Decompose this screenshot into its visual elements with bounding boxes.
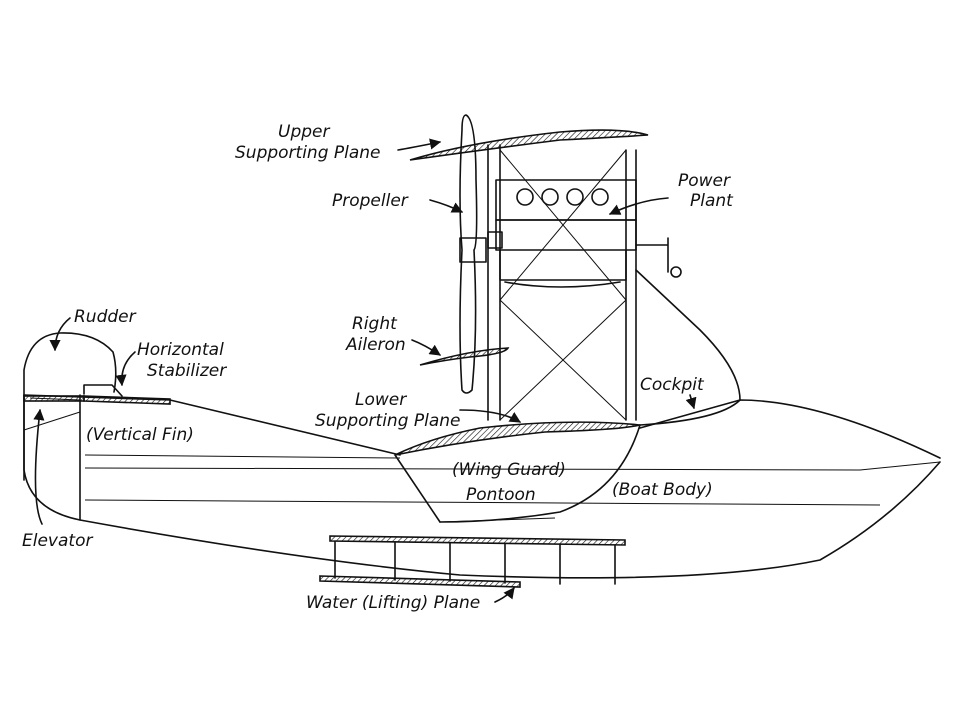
propeller-blade xyxy=(459,114,478,394)
leader-lines xyxy=(33,138,697,603)
upper-supporting-plane-surface xyxy=(409,129,649,161)
rudder-label: Rudder xyxy=(74,307,137,327)
propeller-hub xyxy=(459,237,487,263)
power-plant-label-line2: Plant xyxy=(690,191,734,211)
power-plant-label-line1: Power xyxy=(678,171,731,191)
lower-supporting-plane-label-line2: Supporting Plane xyxy=(315,411,461,431)
right-aileron-label-line1: Right xyxy=(352,314,398,334)
horizontal-stabilizer-label-line1: Horizontal xyxy=(137,340,224,360)
right-aileron-label-line2: Aileron xyxy=(345,335,406,355)
propeller-label: Propeller xyxy=(332,191,409,211)
tail-assembly xyxy=(23,332,171,481)
lower-wing-pontoon xyxy=(394,421,641,523)
boat-body-label: (Boat Body) xyxy=(612,480,713,500)
lower-supporting-plane-label-line1: Lower xyxy=(355,390,407,410)
boat-body-hull xyxy=(23,269,941,579)
elevator-label: Elevator xyxy=(22,531,93,551)
horizontal-stabilizer-surface xyxy=(83,395,171,405)
water-lifting-plane xyxy=(319,535,626,588)
water-lifting-plane-label: Water (Lifting) Plane xyxy=(306,593,480,613)
wing-guard-pontoon-label-line1: (Wing Guard) xyxy=(452,460,566,480)
engine-cell xyxy=(487,144,682,421)
vertical-fin-label: (Vertical Fin) xyxy=(86,425,194,445)
wing-guard-pontoon-label-line2: Pontoon xyxy=(466,485,536,505)
cockpit-label: Cockpit xyxy=(640,375,705,395)
elevator-surface xyxy=(23,395,85,402)
horizontal-stabilizer-label-line2: Stabilizer xyxy=(147,361,227,381)
upper-supporting-plane-label-line2: Supporting Plane xyxy=(235,143,381,163)
upper-supporting-plane-label-line1: Upper xyxy=(278,122,330,142)
